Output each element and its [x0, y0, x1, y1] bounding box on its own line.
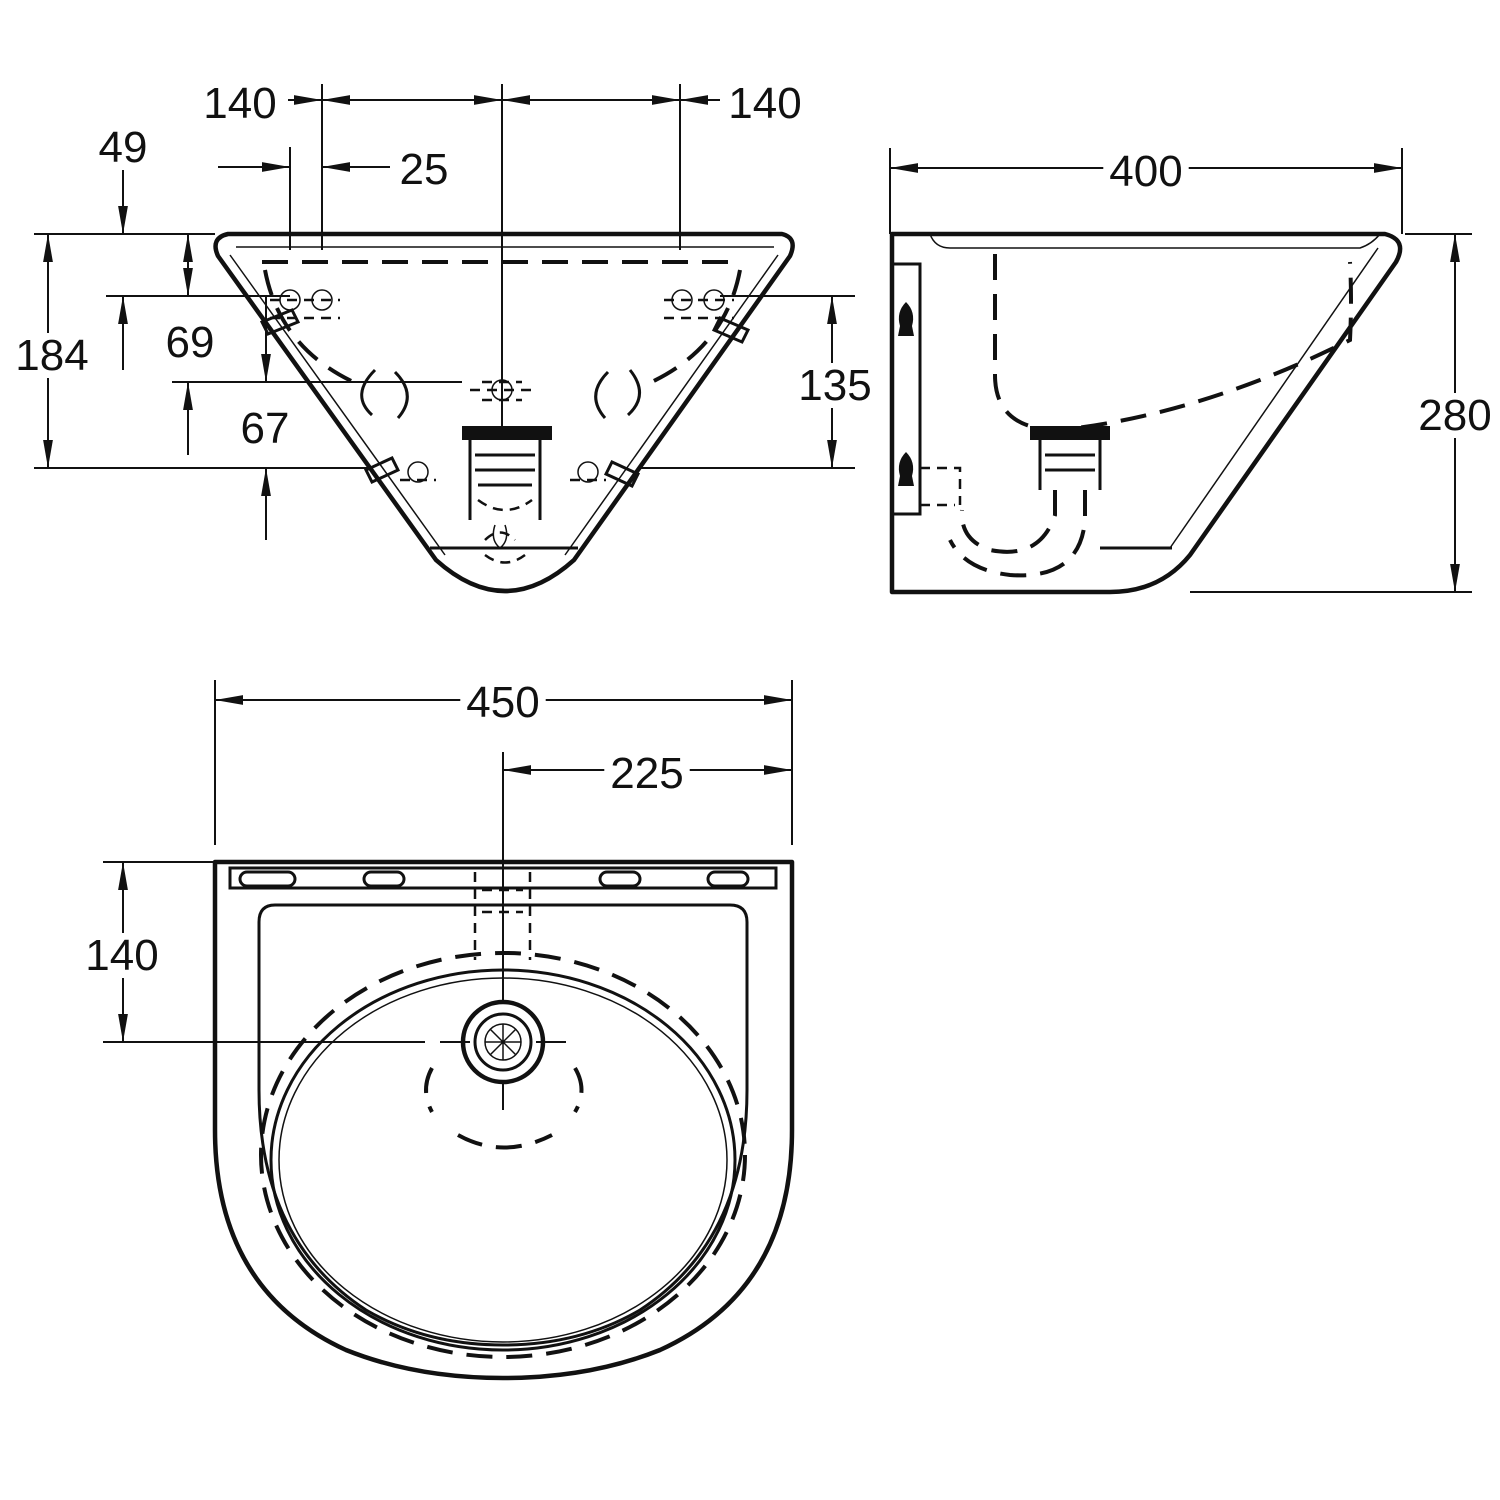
front-inner-right: [564, 254, 779, 556]
front-view: 140 140 49 25 184 69 67 135: [9, 79, 878, 594]
dim-label-280: 280: [1418, 391, 1491, 440]
dim-label-225: 225: [610, 749, 683, 798]
keyhole-icon: [898, 452, 914, 486]
side-drain-trap-icon: [920, 426, 1110, 578]
label-backdrop: [92, 125, 154, 170]
label-backdrop: [79, 933, 165, 978]
side-rim-inner: [929, 233, 1381, 249]
dim-label-25: 25: [400, 145, 449, 194]
dim-label-450: 450: [466, 678, 539, 727]
top-back-ledge: [228, 866, 778, 890]
side-wall-plate: [892, 262, 922, 516]
label-backdrop: [197, 81, 283, 126]
drain-icon: [460, 999, 546, 1085]
label-backdrop: [9, 333, 95, 378]
label-backdrop: [460, 680, 546, 725]
label-backdrop: [234, 406, 296, 451]
top-hidden-trap-bottom: [457, 1133, 553, 1150]
clip-icon: [363, 456, 401, 484]
front-hidden-bowl-curve: [263, 269, 361, 387]
top-inner-rim: [257, 903, 749, 1347]
dim-label-400: 400: [1109, 147, 1182, 196]
dim-label-140-right: 140: [728, 79, 801, 128]
drain-trap-icon: [462, 426, 552, 564]
label-backdrop: [1412, 393, 1498, 438]
top-hidden-trap-left: [424, 1067, 434, 1113]
side-basin-outline: [889, 231, 1403, 595]
dim-label-184: 184: [15, 331, 88, 380]
keyhole-icon: [898, 302, 914, 336]
top-hidden-trap-right: [573, 1066, 584, 1114]
dim-label-49: 49: [99, 123, 148, 172]
top-view: 450 225 140: [79, 678, 795, 1381]
label-backdrop: [792, 363, 878, 408]
dim-label-140-left: 140: [203, 79, 276, 128]
front-hidden-arc-left2: [393, 370, 409, 419]
label-backdrop: [1103, 149, 1189, 194]
label-backdrop: [159, 320, 221, 365]
front-hidden-bowl-curve-r: [644, 269, 742, 387]
front-hidden-arc-left: [360, 368, 377, 417]
clip-icon: [603, 460, 641, 488]
front-basin-outline: [213, 231, 795, 594]
front-hidden-arc-right2: [626, 369, 641, 417]
dim-label-69: 69: [166, 318, 215, 367]
dim-label-135: 135: [798, 361, 871, 410]
side-hidden-bowl: [993, 254, 1353, 433]
top-basin-outline: [212, 859, 795, 1381]
overflow-channel: [473, 872, 532, 960]
label-backdrop: [722, 81, 808, 126]
front-hidden-arc-right: [594, 370, 610, 419]
side-inner-front: [1169, 247, 1379, 549]
dim-label-140-top: 140: [85, 931, 158, 980]
label-backdrop: [393, 147, 455, 192]
dim-label-67: 67: [241, 404, 290, 453]
clip-icon: [711, 316, 751, 344]
mounting-slot-icon: [238, 870, 750, 888]
side-view: 400 280: [889, 147, 1498, 595]
label-backdrop: [604, 751, 690, 796]
